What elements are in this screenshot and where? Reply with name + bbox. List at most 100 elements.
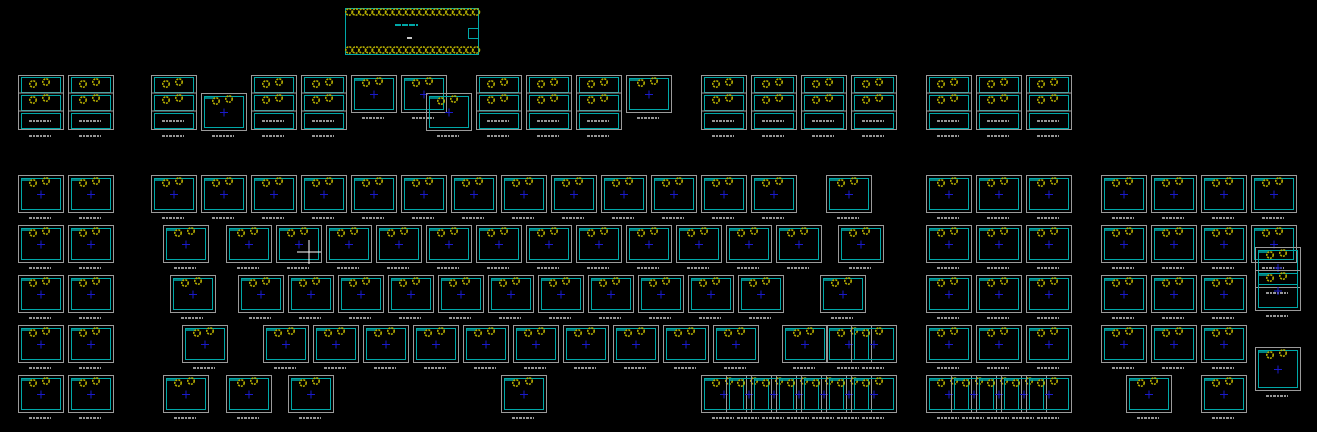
switch-footprint[interactable] (313, 325, 359, 369)
switch-footprint[interactable] (170, 275, 216, 319)
stacked-footprint[interactable] (751, 75, 797, 137)
switch-footprint[interactable] (426, 93, 472, 137)
stacked-footprint[interactable] (151, 75, 197, 137)
stacked-footprint[interactable] (976, 75, 1022, 137)
switch-footprint[interactable] (551, 175, 597, 219)
switch-footprint[interactable] (951, 375, 997, 419)
switch-footprint[interactable] (238, 275, 284, 319)
switch-footprint[interactable] (676, 225, 722, 269)
switch-footprint[interactable] (68, 325, 114, 369)
switch-footprint[interactable] (1026, 225, 1072, 269)
switch-footprint[interactable] (826, 375, 872, 419)
stacked-footprint[interactable] (576, 75, 622, 137)
switch-footprint[interactable] (351, 75, 397, 119)
switch-footprint[interactable] (68, 275, 114, 319)
switch-footprint[interactable] (701, 375, 747, 419)
switch-footprint[interactable] (651, 175, 697, 219)
switch-footprint[interactable] (1151, 225, 1197, 269)
switch-footprint[interactable] (1151, 325, 1197, 369)
switch-footprint[interactable] (663, 325, 709, 369)
switch-footprint[interactable] (851, 325, 897, 369)
switch-footprint[interactable] (18, 275, 64, 319)
switch-footprint[interactable] (738, 275, 784, 319)
switch-footprint[interactable] (501, 375, 547, 419)
switch-footprint[interactable] (820, 275, 866, 319)
switch-footprint[interactable] (701, 175, 747, 219)
switch-footprint[interactable] (926, 375, 972, 419)
switch-footprint[interactable] (376, 225, 422, 269)
switch-footprint[interactable] (68, 225, 114, 269)
switch-footprint[interactable] (588, 275, 634, 319)
switch-footprint[interactable] (1026, 375, 1072, 419)
switch-footprint[interactable] (751, 175, 797, 219)
switch-footprint[interactable] (438, 275, 484, 319)
switch-footprint[interactable] (363, 325, 409, 369)
switch-footprint[interactable] (68, 375, 114, 419)
switch-footprint[interactable] (226, 375, 272, 419)
switch-footprint[interactable] (401, 175, 447, 219)
switch-footprint[interactable] (838, 225, 884, 269)
switch-footprint[interactable] (1101, 175, 1147, 219)
switch-footprint[interactable] (976, 225, 1022, 269)
switch-footprint[interactable] (1026, 325, 1072, 369)
switch-footprint[interactable] (426, 225, 472, 269)
switch-footprint[interactable] (626, 75, 672, 119)
switch-footprint[interactable] (182, 325, 228, 369)
switch-footprint[interactable] (563, 325, 609, 369)
switch-footprint[interactable] (18, 325, 64, 369)
switch-footprint[interactable] (538, 275, 584, 319)
switch-footprint[interactable] (338, 275, 384, 319)
switch-footprint[interactable] (18, 225, 64, 269)
switch-footprint[interactable] (926, 275, 972, 319)
switch-footprint[interactable] (1151, 275, 1197, 319)
switch-footprint[interactable] (201, 93, 247, 137)
switch-footprint[interactable] (726, 375, 772, 419)
stacked-footprint[interactable] (476, 75, 522, 137)
switch-footprint[interactable] (163, 225, 209, 269)
switch-footprint[interactable] (501, 175, 547, 219)
switch-footprint[interactable] (626, 225, 672, 269)
switch-footprint[interactable] (326, 225, 372, 269)
switch-footprint[interactable] (1201, 325, 1247, 369)
switch-footprint[interactable] (513, 325, 559, 369)
switch-footprint[interactable] (1101, 325, 1147, 369)
switch-footprint[interactable] (1251, 175, 1297, 219)
switch-footprint[interactable] (976, 325, 1022, 369)
switch-footprint[interactable] (226, 225, 272, 269)
stacked-footprint[interactable] (1026, 75, 1072, 137)
switch-footprint[interactable] (601, 175, 647, 219)
switch-footprint[interactable] (1255, 270, 1301, 317)
switch-footprint[interactable] (801, 375, 847, 419)
switch-footprint[interactable] (388, 275, 434, 319)
switch-footprint[interactable] (476, 225, 522, 269)
switch-footprint[interactable] (263, 325, 309, 369)
switch-footprint[interactable] (1255, 347, 1301, 397)
switch-footprint[interactable] (1201, 375, 1247, 419)
switch-footprint[interactable] (776, 375, 822, 419)
switch-footprint[interactable] (526, 225, 572, 269)
stacked-footprint[interactable] (926, 75, 972, 137)
switch-footprint[interactable] (926, 325, 972, 369)
switch-footprint[interactable] (826, 325, 872, 369)
stacked-footprint[interactable] (251, 75, 297, 137)
switch-footprint[interactable] (1201, 175, 1247, 219)
switch-footprint[interactable] (851, 375, 897, 419)
switch-footprint[interactable] (638, 275, 684, 319)
switch-footprint[interactable] (413, 325, 459, 369)
switch-footprint[interactable] (751, 375, 797, 419)
switch-footprint[interactable] (1201, 225, 1247, 269)
switch-footprint[interactable] (18, 375, 64, 419)
switch-footprint[interactable] (463, 325, 509, 369)
stacked-footprint[interactable] (851, 75, 897, 137)
switch-footprint[interactable] (976, 375, 1022, 419)
switch-footprint[interactable] (288, 375, 334, 419)
stacked-footprint[interactable] (68, 75, 114, 137)
switch-footprint[interactable] (713, 325, 759, 369)
switch-footprint[interactable] (163, 375, 209, 419)
switch-footprint[interactable] (68, 175, 114, 219)
switch-footprint[interactable] (1026, 175, 1072, 219)
switch-footprint[interactable] (1101, 225, 1147, 269)
stacked-footprint[interactable] (801, 75, 847, 137)
switch-footprint[interactable] (151, 175, 197, 219)
